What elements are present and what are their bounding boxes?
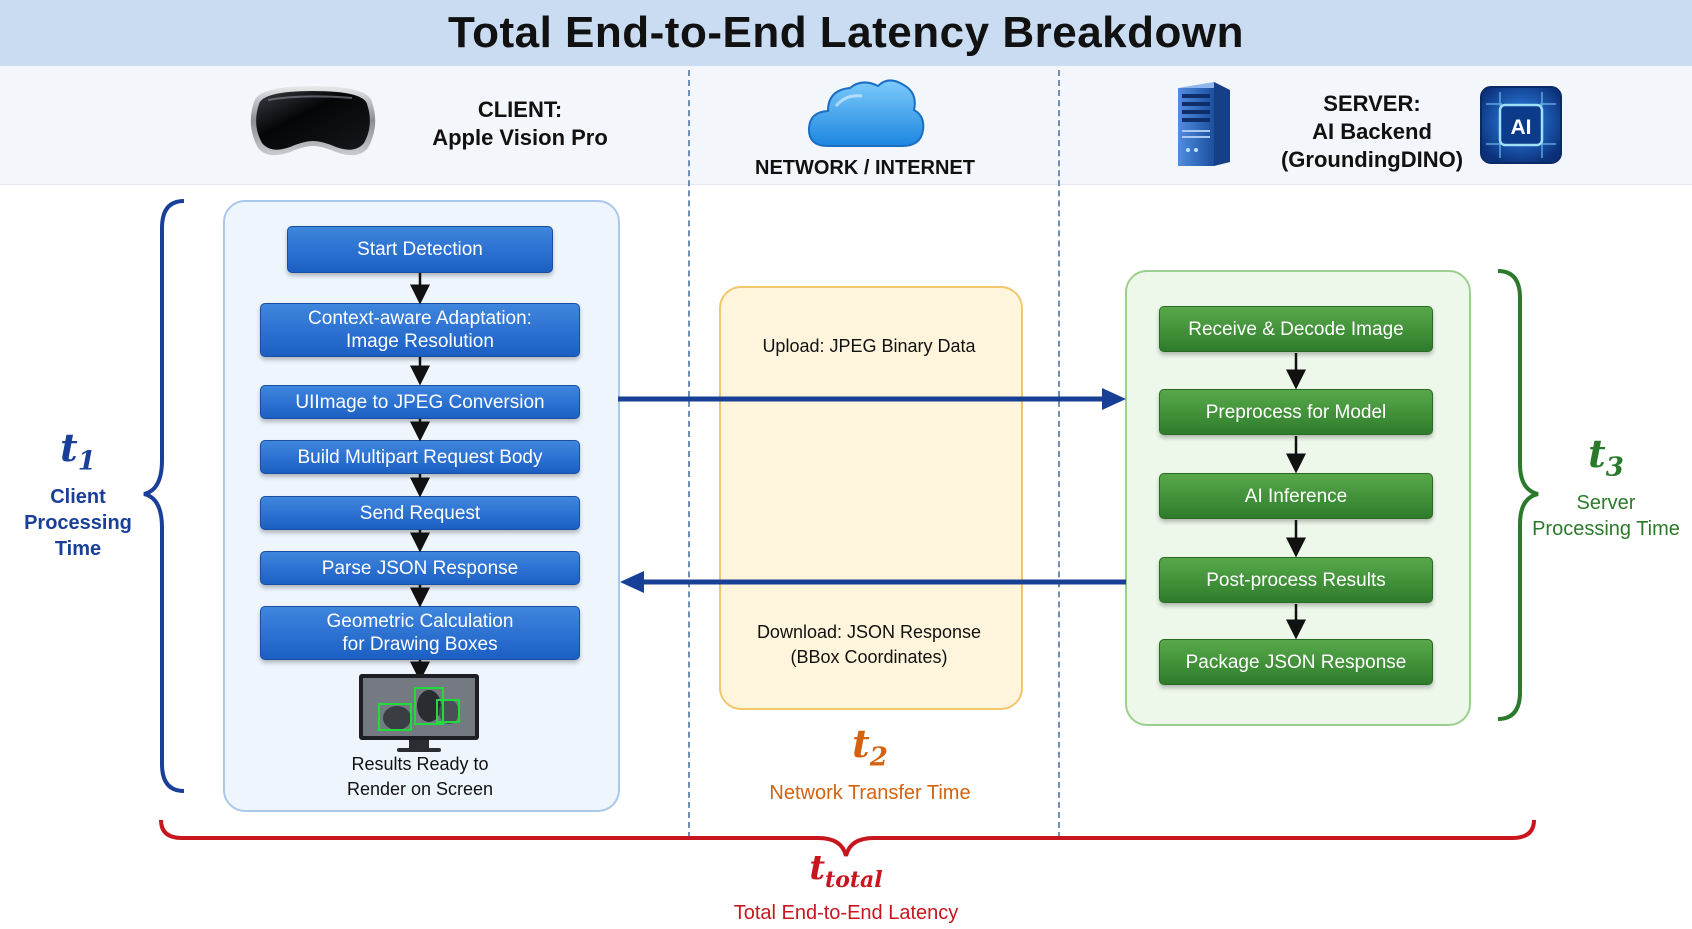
t1-label: t1 Client Processing Time: [0, 426, 156, 562]
client-step-label: Geometric Calculation for Drawing Boxes: [326, 611, 514, 655]
client-step-label: UIImage to JPEG Conversion: [295, 391, 545, 413]
server-header-line1: SERVER:: [1323, 91, 1421, 116]
server-step-package-json: Package JSON Response: [1159, 639, 1433, 685]
t3-line1: Server: [1576, 491, 1636, 514]
cloud-icon: [807, 79, 925, 147]
client-step-label: Start Detection: [357, 239, 483, 260]
client-result-line1: Results Ready to: [351, 754, 489, 774]
client-time-brace: [143, 199, 185, 793]
client-result-text: Results Ready to Render on Screen: [300, 752, 540, 802]
t3-line2: Processing Time: [1532, 517, 1680, 540]
download-line2: (BBox Coordinates): [790, 647, 948, 667]
download-line1: Download: JSON Response: [756, 622, 982, 642]
client-step-label: Build Multipart Request Body: [297, 446, 543, 468]
client-step-label: Context-aware Adaptation: Image Resoluti…: [308, 308, 532, 352]
client-step-start-detection: Start Detection: [287, 226, 553, 273]
ai-chip-text: AI: [1511, 116, 1532, 139]
server-step-receive-decode: Receive & Decode Image: [1159, 306, 1433, 352]
server-step-preprocess: Preprocess for Model: [1159, 389, 1433, 435]
upload-label: Upload: JPEG Binary Data: [762, 336, 976, 356]
client-step-context-adaptation: Context-aware Adaptation: Image Resoluti…: [260, 303, 580, 357]
network-panel: [719, 286, 1023, 710]
t2-line1: Network Transfer Time: [769, 781, 971, 804]
vision-pro-headset-icon: [250, 86, 376, 156]
download-label: Download: JSON Response (BBox Coordinate…: [719, 620, 1019, 670]
server-step-label: Preprocess for Model: [1205, 401, 1387, 423]
client-step-label: Send Request: [359, 502, 481, 524]
server-step-label: Package JSON Response: [1185, 651, 1407, 673]
server-tower-icon: [1178, 82, 1230, 166]
t3-symbol: t3: [1588, 431, 1624, 483]
total-symbol: ttotal: [809, 848, 883, 893]
server-header-line3: (GroundingDINO): [1280, 147, 1464, 172]
transfer-arrows: [618, 388, 1126, 593]
client-step-jpeg-conversion: UIImage to JPEG Conversion: [260, 385, 580, 419]
server-step-postprocess: Post-process Results: [1159, 557, 1433, 603]
total-label: ttotal Total End-to-End Latency: [646, 848, 1046, 926]
server-step-label: Receive & Decode Image: [1188, 318, 1404, 340]
server-step-label: Post-process Results: [1206, 569, 1386, 591]
server-flow-arrows: [1286, 353, 1306, 640]
t1-line2: Processing Time: [24, 511, 132, 560]
total-time-brace: [159, 819, 1536, 857]
diagram-title: Total End-to-End Latency Breakdown: [447, 8, 1244, 57]
t2-symbol: t2: [852, 721, 888, 773]
server-header-line2: AI Backend: [1312, 119, 1432, 144]
client-header-line1: CLIENT:: [477, 97, 563, 122]
t3-label: t3 Server Processing Time: [1524, 432, 1688, 542]
ai-chip-icon: AI: [1480, 86, 1562, 164]
network-header: NETWORK / INTERNET: [755, 157, 975, 179]
client-header-line2: Apple Vision Pro: [432, 125, 608, 150]
divider-client-network: [688, 70, 690, 838]
total-line1: Total End-to-End Latency: [733, 901, 959, 924]
t1-symbol: t1: [60, 425, 96, 477]
server-time-brace: [1497, 269, 1539, 721]
client-header: CLIENT: Apple Vision Pro: [410, 96, 630, 152]
t1-line1: Client: [50, 485, 106, 508]
server-step-ai-inference: AI Inference: [1159, 473, 1433, 519]
client-step-label: Parse JSON Response: [321, 557, 519, 579]
divider-network-server: [1058, 70, 1060, 838]
server-step-label: AI Inference: [1244, 485, 1348, 507]
server-header: SERVER: AI Backend (GroundingDINO): [1262, 90, 1482, 174]
client-step-send-request: Send Request: [260, 496, 580, 530]
client-result-line2: Render on Screen: [346, 779, 494, 799]
title-bar: Total End-to-End Latency Breakdown: [0, 0, 1692, 66]
t2-label: t2 Network Transfer Time: [740, 722, 1000, 806]
monitor-result-icon: [359, 674, 479, 752]
client-flow-arrows: [410, 273, 430, 680]
